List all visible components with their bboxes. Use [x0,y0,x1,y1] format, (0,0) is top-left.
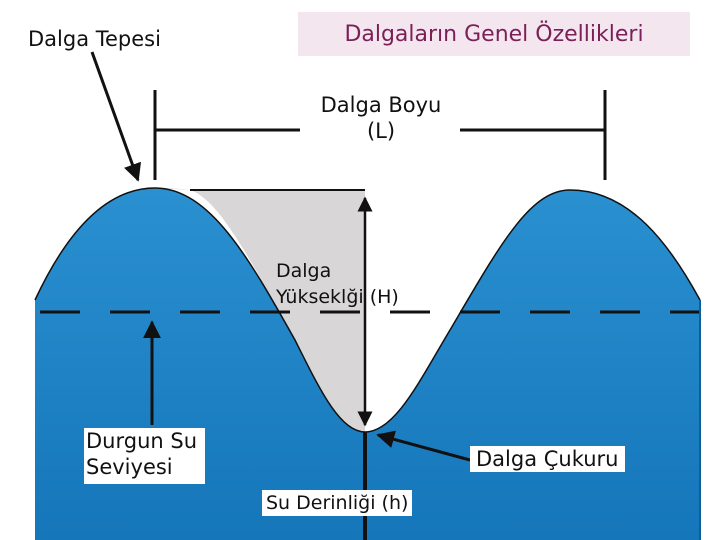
water-depth-label-text: Su Derinliği (h) [266,492,409,514]
wavelength-label-line1: Dalga Boyu [320,93,442,117]
crest-label-text: Dalga Tepesi [28,27,161,51]
wave-height-label: Dalga Yükseklği (H) [276,258,399,310]
still-water-label: Durgun Su Seviyesi [84,428,206,484]
trough-label-text: Dalga Çukuru [476,447,619,471]
wave-height-label-line2: Yükseklği (H) [276,286,399,308]
wavelength-label: Dalga Boyu (L) [306,92,456,144]
title-box: Dalgaların Genel Özellikleri [298,12,690,56]
crest-label: Dalga Tepesi [28,26,161,52]
still-water-label-line1: Durgun Su [86,429,198,453]
still-water-label-line2: Seviyesi [86,455,173,479]
wavelength-label-line2: (L) [366,119,396,143]
trough-label: Dalga Çukuru [470,446,625,472]
crest-pointer-arrow [90,51,141,182]
water-body [35,188,700,540]
diagram-title: Dalgaların Genel Özellikleri [344,21,644,47]
water-depth-label: Su Derinliği (h) [262,490,413,516]
trough-pointer-arrow [376,430,471,462]
wave-height-region [190,190,365,432]
wave-height-label-line1: Dalga [276,260,332,282]
